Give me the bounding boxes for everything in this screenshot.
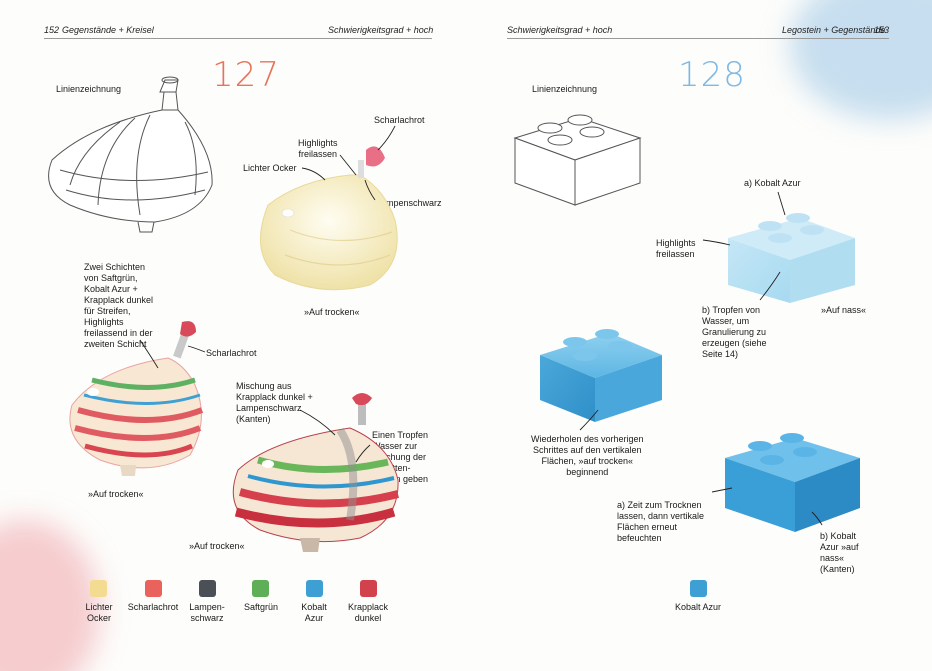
label-zeit-trocknen: a) Zeit zum Trocknen lassen, dann vertik… (617, 500, 705, 543)
label-scharlachrot-top: Scharlachrot (374, 115, 425, 125)
swatch-label-kobalt-azur: Kobalt Azur (301, 602, 327, 623)
swatch-lampenschwarz (199, 580, 216, 597)
annotation-lines (139, 125, 823, 526)
line-drawing-lego-brick (513, 114, 642, 206)
label-lichter-ocker: Lichter Ocker (243, 163, 297, 173)
swatch-kobalt-azur (306, 580, 323, 597)
label-kobalt-auf-nass: b) Kobalt Azur »auf nass« (Kanten) (820, 531, 859, 574)
swatch-label-saftgruen: Saftgrün (243, 602, 279, 612)
label-auf-nass: »Auf nass« (821, 305, 867, 315)
label-zwei-schichten: Zwei Schichten von Saftgrün, Kobalt Azur… (84, 262, 154, 349)
label-auf-trocken-1: »Auf trocken« (304, 307, 360, 317)
header-rule-right (507, 38, 889, 39)
lego-brick-stage-2 (540, 329, 662, 422)
left-difficulty: Schwierigkeitsgrad + hoch (328, 25, 434, 35)
label-tropfen-right: b) Tropfen von Wasser, um Granulierung z… (702, 305, 767, 359)
label-scharlachrot-mid: Scharlachrot (206, 348, 257, 358)
line-drawing-label-right: Linienzeichnung (532, 84, 598, 94)
swatch-lichter-ocker (90, 580, 107, 597)
label-highlights-right: Highlights freilassen (656, 238, 696, 259)
exercise-number-127: 127 (212, 55, 280, 95)
spinning-top-stage-2 (69, 321, 204, 476)
label-auf-trocken-3: »Auf trocken« (189, 541, 245, 551)
swatch-label-kobalt-azur-right: Kobalt Azur (674, 602, 722, 612)
swatch-label-lampenschwarz: Lampen- schwarz (189, 602, 225, 623)
swatch-kobalt-azur-right (690, 580, 707, 597)
line-drawing-label-left: Linienzeichnung (56, 84, 122, 94)
right-page-number: 153 (874, 25, 890, 35)
swatch-label-krapplack-dunkel: Krapplack dunkel (347, 602, 389, 623)
swatch-label-scharlachrot: Scharlachrot (127, 602, 179, 612)
left-breadcrumb: Gegenstände + Kreisel (62, 25, 154, 35)
lego-brick-stage-3 (725, 433, 860, 532)
swatch-saftgruen (252, 580, 269, 597)
right-breadcrumb: Legostein + Gegenstände (782, 25, 886, 35)
exercise-number-128: 128 (678, 55, 746, 95)
spinning-top-stage-3 (232, 393, 399, 552)
spinning-top-stage-1 (259, 146, 398, 291)
left-page-number: 152 (44, 25, 60, 35)
lego-brick-stage-1 (728, 213, 855, 303)
line-drawing-spinning-top (48, 76, 213, 233)
header-rule-left (44, 38, 432, 39)
label-mischung: Mischung aus Krapplack dunkel + Lampensc… (236, 381, 313, 424)
label-kobalt-azur-a: a) Kobalt Azur (744, 178, 801, 188)
label-auf-trocken-2: »Auf trocken« (88, 489, 144, 499)
label-wiederholen: Wiederholen des vorherigen Schrittes auf… (531, 434, 644, 477)
swatch-scharlachrot (145, 580, 162, 597)
swatch-krapplack-dunkel (360, 580, 377, 597)
label-lampenschwarz: Lampenschwarz (376, 198, 442, 208)
swatch-label-lichter-ocker: Lichter Ocker (85, 602, 113, 623)
right-difficulty: Schwierigkeitsgrad + hoch (507, 25, 613, 35)
label-highlights-left: Highlights freilassen (298, 138, 338, 159)
